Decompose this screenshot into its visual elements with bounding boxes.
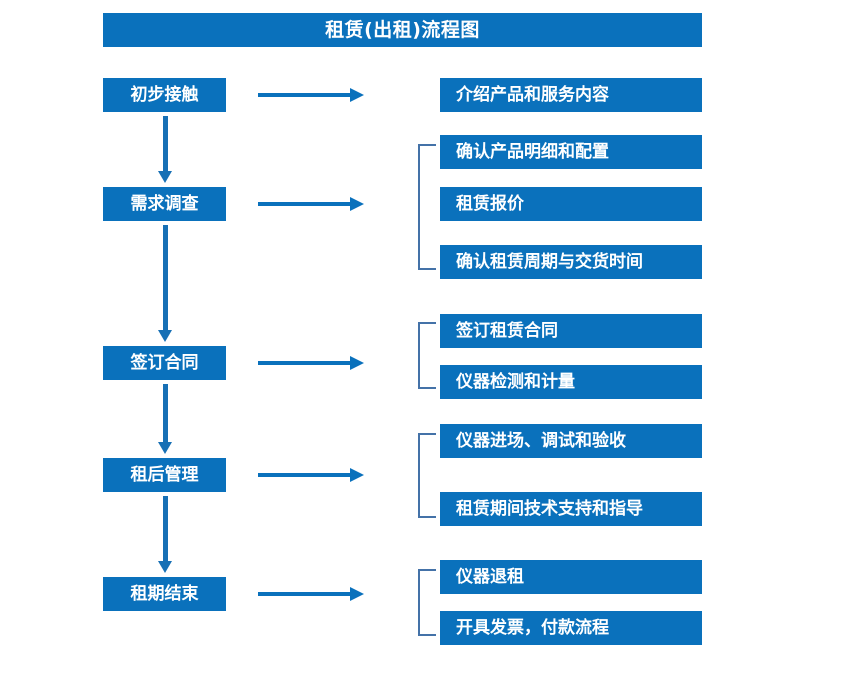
horizontal-arrow-5 (258, 587, 364, 601)
arrow-shaft (258, 592, 350, 596)
arrow-shaft (258, 361, 350, 365)
stage-label: 租后管理 (130, 464, 199, 485)
stage-label: 需求调查 (130, 193, 199, 214)
stage-box-1[interactable]: 初步接触 (103, 78, 226, 112)
horizontal-arrow-3 (258, 356, 364, 370)
detail-label: 租赁报价 (456, 193, 524, 214)
group-bracket-3 (418, 322, 436, 389)
arrow-head-icon (350, 356, 364, 370)
stage-box-5[interactable]: 租期结束 (103, 577, 226, 611)
arrow-shaft (258, 93, 350, 97)
detail-label: 确认产品明细和配置 (456, 141, 609, 162)
horizontal-arrow-4 (258, 468, 364, 482)
detail-label: 租赁期间技术支持和指导 (456, 498, 643, 519)
stage-box-4[interactable]: 租后管理 (103, 458, 226, 492)
detail-label: 仪器退租 (456, 566, 524, 587)
detail-box-3-2[interactable]: 仪器检测和计量 (440, 365, 702, 399)
arrow-head-icon (350, 88, 364, 102)
group-bracket-4 (418, 433, 436, 518)
arrow-shaft (163, 496, 168, 561)
vertical-arrow-3-4 (158, 384, 172, 454)
arrow-shaft (258, 202, 350, 206)
stage-box-3[interactable]: 签订合同 (103, 346, 226, 380)
detail-label: 仪器检测和计量 (456, 371, 575, 392)
stage-label: 签订合同 (130, 352, 199, 373)
arrow-shaft (163, 225, 168, 330)
arrow-head-icon (158, 442, 172, 454)
arrow-head-icon (350, 197, 364, 211)
detail-box-5-2[interactable]: 开具发票，付款流程 (440, 611, 702, 645)
vertical-arrow-4-5 (158, 496, 172, 573)
arrow-head-icon (158, 330, 172, 342)
vertical-arrow-1-2 (158, 116, 172, 183)
detail-label: 仪器进场、调试和验收 (456, 430, 626, 451)
detail-label: 确认租赁周期与交货时间 (456, 251, 643, 272)
detail-box-2-1[interactable]: 确认产品明细和配置 (440, 135, 702, 169)
horizontal-arrow-2 (258, 197, 364, 211)
detail-label: 介绍产品和服务内容 (456, 84, 609, 105)
arrow-head-icon (158, 171, 172, 183)
stage-label: 租期结束 (130, 583, 199, 604)
stage-label: 初步接触 (130, 84, 199, 105)
detail-box-3-1[interactable]: 签订租赁合同 (440, 314, 702, 348)
detail-box-4-2[interactable]: 租赁期间技术支持和指导 (440, 492, 702, 526)
stage-box-2[interactable]: 需求调查 (103, 187, 226, 221)
diagram-title-bar: 租赁(出租)流程图 (103, 13, 702, 47)
group-bracket-5 (418, 569, 436, 636)
arrow-shaft (163, 116, 168, 171)
diagram-title: 租赁(出租)流程图 (325, 18, 480, 41)
detail-label: 开具发票，付款流程 (456, 617, 609, 638)
group-bracket-2 (418, 144, 436, 270)
arrow-head-icon (158, 561, 172, 573)
horizontal-arrow-1 (258, 88, 364, 102)
detail-box-5-1[interactable]: 仪器退租 (440, 560, 702, 594)
arrow-head-icon (350, 587, 364, 601)
detail-box-2-2[interactable]: 租赁报价 (440, 187, 702, 221)
arrow-shaft (258, 473, 350, 477)
arrow-shaft (163, 384, 168, 442)
detail-label: 签订租赁合同 (456, 320, 558, 341)
detail-box-4-1[interactable]: 仪器进场、调试和验收 (440, 424, 702, 458)
vertical-arrow-2-3 (158, 225, 172, 342)
detail-box-2-3[interactable]: 确认租赁周期与交货时间 (440, 245, 702, 279)
arrow-head-icon (350, 468, 364, 482)
detail-box-1-1[interactable]: 介绍产品和服务内容 (440, 78, 702, 112)
